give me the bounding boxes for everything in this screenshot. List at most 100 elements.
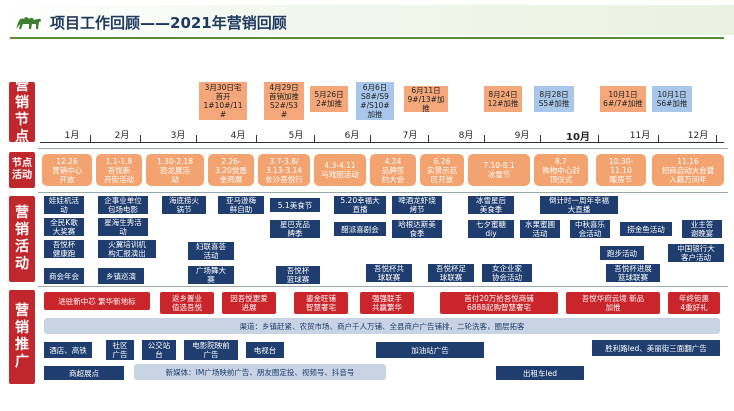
- promo-slogan: 首付20万拾吾悦商铺 6888起购智慧奢宅: [440, 292, 558, 314]
- section-node-activity-label: 节点 活动: [9, 152, 35, 188]
- month-label: 12月: [687, 131, 709, 141]
- activity-item: 亚马逊嗨 鲜自助: [218, 196, 264, 214]
- ad-channel: 加油站广告: [376, 342, 484, 358]
- header-band: [0, 5, 734, 35]
- promo-slogan: 因吾悦更爱 进展: [222, 292, 276, 314]
- activity-item: 商会年会: [44, 268, 84, 284]
- month-label: 9月: [514, 131, 530, 141]
- ad-channel: 公交站 台: [142, 340, 176, 360]
- promo-slogan: 强强联手 共赢繁华: [360, 292, 414, 314]
- node-activity: 8.7 购物中心封 顶仪式: [534, 154, 588, 186]
- month-tick: [90, 135, 91, 143]
- month-tick: [428, 135, 429, 143]
- node-activity: 4.24 品牌签 约大会: [370, 154, 416, 186]
- activity-item: 水果蜜圃 活动: [520, 220, 560, 238]
- activity-item: 吾悦杯 篮球赛: [276, 266, 320, 284]
- node-activity: 4.3-4.11 马戏团活动: [314, 154, 366, 186]
- ad-channel: 电影院映前 广告: [184, 340, 238, 360]
- row-divider: [38, 192, 728, 193]
- ad-channel: 胜利路led、美丽街三面翻广告: [592, 340, 720, 356]
- month-tick: [716, 135, 717, 143]
- activity-item: 吾悦杯共 球联赛: [366, 264, 412, 282]
- activity-item: 吾悦杯进展 篮球联赛: [606, 264, 660, 282]
- milestone: 5月26日 2#加推: [310, 86, 348, 112]
- row-divider: [38, 286, 728, 287]
- node-activity: 6.26 实景示范 区开放: [420, 154, 464, 186]
- month-tick: [598, 135, 599, 143]
- activity-item: 全民K歌 大奖赛: [44, 218, 84, 236]
- month-tick: [370, 135, 371, 143]
- timeline-axis: [40, 142, 724, 143]
- node-activity: 1.30-2.18 恐龙展活 动: [146, 154, 204, 186]
- activity-item: 星海生秀活 动: [98, 218, 148, 236]
- month-label: 4月: [230, 131, 246, 141]
- milestone: 8月24日 12#加推: [484, 86, 522, 112]
- activity-item: 跑步活动: [600, 246, 644, 260]
- activity-item: 中秋喜乐 会活动: [570, 220, 610, 238]
- month-label: 7月: [402, 131, 418, 141]
- node-activity: 11.16 招商启动大会暨 入籍万间年: [652, 154, 724, 186]
- activity-item: 醋派喜剧会: [334, 222, 386, 236]
- node-activity: 3.7-3.8/ 3.13-3.14 长沙吾悦行: [258, 154, 310, 186]
- month-tick: [658, 135, 659, 143]
- activity-item: 业主答 谢晚宴: [682, 220, 722, 238]
- milestone: 6月11日 9#/13#加 推: [404, 86, 448, 113]
- month-label: 1月: [64, 131, 80, 141]
- month-label: 6月: [344, 131, 360, 141]
- month-label: 11月: [629, 131, 651, 141]
- ad-channel: 商超展点: [44, 366, 124, 380]
- promo-slogan: 进驻新中芯 繁华新地标: [44, 292, 150, 310]
- ad-channel: 社区 广告: [106, 340, 134, 360]
- activity-item: 娃娃机活 动: [44, 196, 84, 214]
- milestone: 10月1日 6#/7#加推: [600, 86, 646, 112]
- ad-channel: 出租车led: [496, 366, 584, 380]
- month-tick: [140, 135, 141, 143]
- node-activity: 1.1-1.8 吾悦新 开街活动: [96, 154, 142, 186]
- node-activity: 2.26- 3.20党恩 金鸡展: [208, 154, 254, 186]
- activity-item: 乡镇巡演: [98, 268, 144, 284]
- activity-item: 妇联喜荟 活动: [188, 242, 234, 260]
- activity-item: 海底捞火 锅节: [162, 196, 206, 214]
- row-divider: [38, 148, 728, 149]
- milestone: 6月6日 S8#/S9 #/S10# 加推: [356, 82, 394, 120]
- activity-item: 火翼培训机 构汇报演出: [98, 240, 156, 258]
- promo-slogan: 鎏金旺铺 智慧奢宅: [294, 292, 348, 314]
- node-activity: 12.26 营销中心 开放: [42, 154, 92, 186]
- activity-item: 企事业单位 包场电影: [98, 196, 148, 214]
- activity-item: 冰雪星后 美食季: [468, 196, 514, 214]
- channel-band: 渠道：乡镇赶紧、农贸市场、商户千人万铺、全县商户广告铺排，二轮洗客，圈层拓客: [44, 318, 720, 334]
- activity-item: 中国银行大 客户活动: [668, 244, 724, 262]
- activity-item: 女企业家 协会活动: [482, 264, 532, 282]
- ad-channel: 电视台: [246, 342, 284, 358]
- milestone: 8月28日 S5#加推: [534, 86, 574, 112]
- month-label: 10月: [566, 132, 590, 143]
- promo-slogan: 年终钜惠 4重好礼: [668, 292, 720, 314]
- camel-logo-icon: [16, 17, 41, 29]
- activity-item: 七夕蜜糖 diy: [468, 220, 514, 238]
- activity-item: 吾悦杯 健康跑: [44, 240, 84, 258]
- activity-item: 捞金鱼活动: [620, 222, 672, 236]
- activity-item: 星巴克品 牌季: [270, 220, 320, 238]
- activity-item: 吾悦杯足 球联赛: [428, 264, 474, 282]
- month-label: 3月: [170, 131, 186, 141]
- activity-item: 哈根达斯美 食季: [392, 220, 442, 238]
- milestone: 4月29日 首销加推 S2#/S3 #: [264, 82, 304, 120]
- activity-item: 啤酒龙虾烧 烤节: [392, 196, 442, 214]
- node-activity: 10.30- 11.10 暖房节: [596, 154, 646, 186]
- month-label: 8月: [458, 131, 474, 141]
- section-nodes-label: 营 销 节 点: [9, 78, 35, 145]
- activity-item: 5.20幸福大 直播: [334, 196, 386, 214]
- page-title: 项目工作回顾——2021年营销回顾: [50, 14, 287, 32]
- section-activity-label: 营 销 活 动: [9, 196, 35, 282]
- promo-slogan: 吾悦华府云境 新品 加推: [566, 292, 660, 314]
- month-tick: [484, 135, 485, 143]
- month-tick: [540, 135, 541, 143]
- milestone: 3月30日宅 首开 1#10#/11 #: [199, 82, 247, 120]
- section-promotion-label: 营 销 推 广: [9, 290, 35, 384]
- month-label: 2月: [114, 131, 130, 141]
- activity-item: 广场舞大 赛: [188, 266, 234, 284]
- ad-channel: 酒店、高铁: [44, 342, 92, 358]
- month-label: 5月: [288, 131, 304, 141]
- activity-item: 倒计时一周年幸福 大直播: [540, 196, 618, 214]
- activity-item: 5.1美食节: [270, 198, 320, 212]
